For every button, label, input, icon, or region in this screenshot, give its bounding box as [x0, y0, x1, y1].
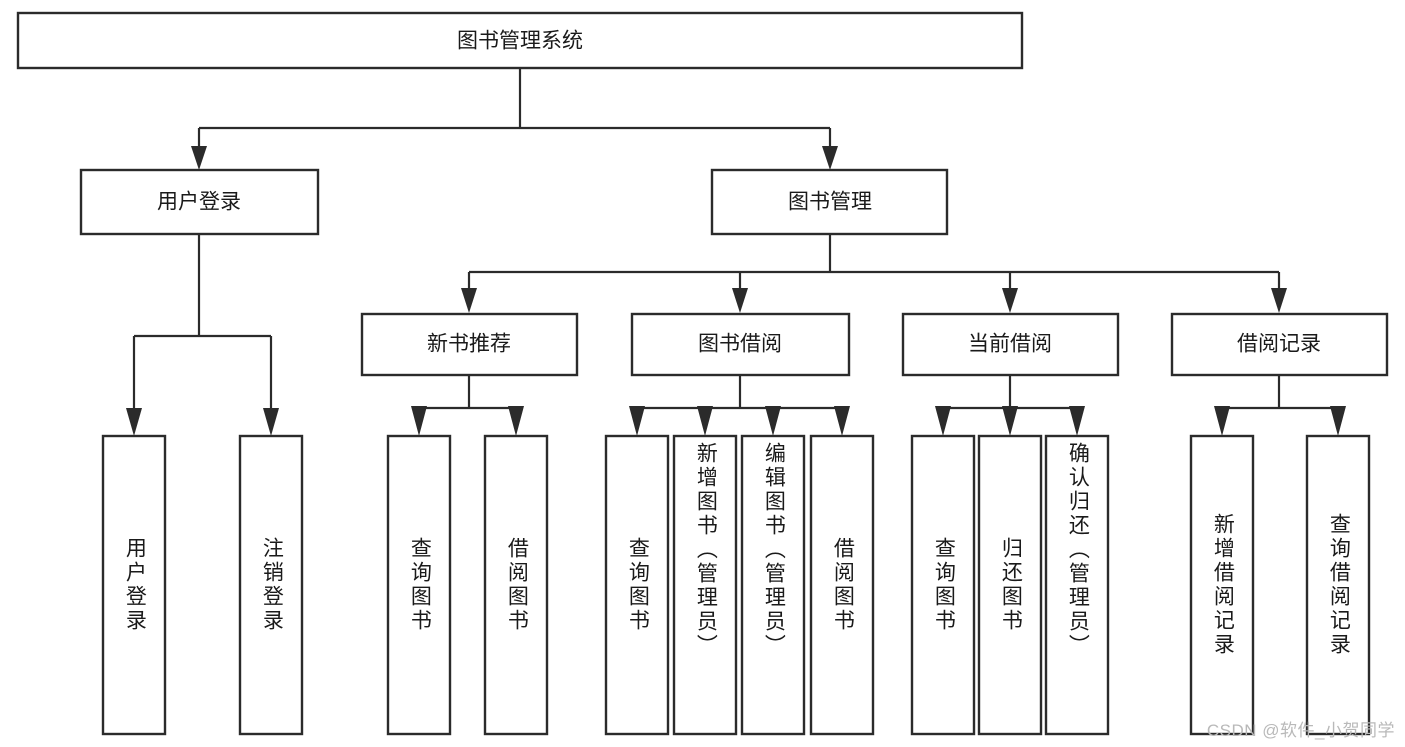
connector-group-book-mgmt	[461, 234, 1287, 313]
arrow-head-leaf-current-borrow-3	[1069, 406, 1085, 436]
node-new-book-recommend[interactable]: 新书推荐	[360, 312, 579, 377]
node-user-login-box[interactable]	[79, 168, 320, 236]
arrow-head-leaf-book-borrow-3	[765, 406, 781, 436]
arrow-head-leaf-borrow-record-1	[1214, 406, 1230, 436]
node-root-label: 图书管理系统	[457, 30, 583, 53]
leaf-box-borrow-record-2[interactable]	[1305, 434, 1371, 736]
node-book-borrow-box[interactable]	[630, 312, 851, 377]
arrow-head-leaf-user-login-2	[263, 408, 279, 436]
leaf-box-book-borrow-1[interactable]	[604, 434, 670, 736]
arrow-head-user-login	[191, 146, 207, 170]
arrow-head-leaf-book-borrow-4	[834, 406, 850, 436]
arrow-head-leaf-borrow-record-2	[1330, 406, 1346, 436]
node-new-book-recommend-box[interactable]	[360, 312, 579, 377]
node-root[interactable]: 图书管理系统	[16, 11, 1024, 70]
node-book-management[interactable]: 图书管理	[710, 168, 949, 236]
node-borrow-record[interactable]: 借阅记录	[1170, 312, 1389, 377]
leaf-box-current-borrow-3[interactable]	[1044, 434, 1110, 736]
node-current-borrow-box[interactable]	[901, 312, 1120, 377]
node-current-borrow-label: 当前借阅	[968, 333, 1052, 356]
node-borrow-record-label: 借阅记录	[1237, 333, 1321, 356]
arrow-head-book-mgmt	[822, 146, 838, 170]
node-root-box[interactable]	[16, 11, 1024, 70]
leaf-box-borrow-record-1[interactable]	[1189, 434, 1255, 736]
arrow-head-book-borrow	[732, 288, 748, 313]
node-user-login-label: 用户登录	[157, 191, 241, 214]
connector-group-root	[191, 68, 838, 170]
leaf-box-user-login-2[interactable]	[238, 434, 304, 736]
node-current-borrow[interactable]: 当前借阅	[901, 312, 1120, 377]
node-book-management-label: 图书管理	[788, 191, 872, 214]
arrow-head-leaf-book-borrow-1	[629, 406, 645, 436]
connector-group-borrow-record	[1214, 375, 1346, 436]
leaf-box-current-borrow-2[interactable]	[977, 434, 1043, 736]
arrow-head-leaf-new-book-1	[411, 406, 427, 436]
node-user-login[interactable]: 用户登录	[79, 168, 320, 236]
connector-group-new-book	[411, 375, 524, 436]
node-borrow-record-box[interactable]	[1170, 312, 1389, 377]
leaf-box-new-book-1[interactable]	[386, 434, 452, 736]
node-book-borrow[interactable]: 图书借阅	[630, 312, 851, 377]
leaf-box-book-borrow-4[interactable]	[809, 434, 875, 736]
node-new-book-recommend-label: 新书推荐	[427, 333, 511, 356]
arrow-head-leaf-user-login-1	[126, 408, 142, 436]
connector-group-user-login	[126, 234, 279, 436]
connector-group-book-borrow	[629, 375, 850, 436]
leaf-box-current-borrow-1[interactable]	[910, 434, 976, 736]
node-book-management-box[interactable]	[710, 168, 949, 236]
arrow-head-current-borrow	[1002, 288, 1018, 313]
arrow-head-borrow-record	[1271, 288, 1287, 313]
leaf-box-new-book-2[interactable]	[483, 434, 549, 736]
node-book-borrow-label: 图书借阅	[698, 333, 782, 356]
csdn-watermark: CSDN @软件_小贺同学	[1206, 721, 1395, 740]
arrow-head-leaf-new-book-2	[508, 406, 524, 436]
arrow-head-leaf-current-borrow-2	[1002, 406, 1018, 436]
leaf-box-book-borrow-2[interactable]	[672, 434, 738, 736]
leaf-box-book-borrow-3[interactable]	[740, 434, 806, 736]
connector-group-current-borrow	[935, 375, 1085, 436]
arrow-head-new-book	[461, 288, 477, 313]
arrow-head-leaf-current-borrow-1	[935, 406, 951, 436]
leaf-box-user-login-1[interactable]	[101, 434, 167, 736]
arrow-head-leaf-book-borrow-2	[697, 406, 713, 436]
